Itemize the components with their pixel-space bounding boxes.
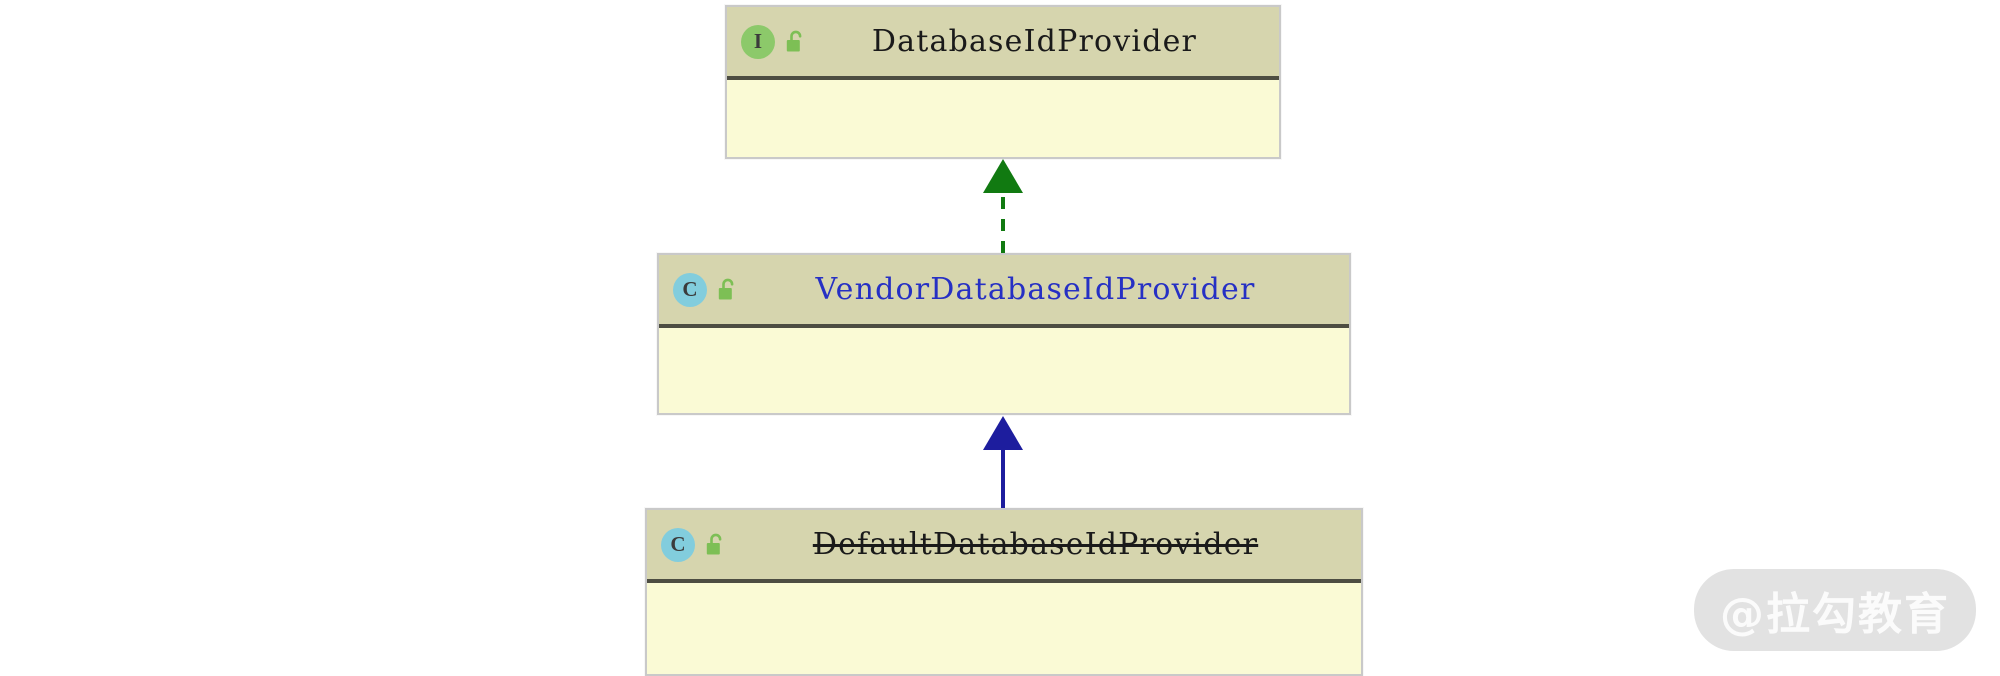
uml-node-title: VendorDatabaseIdProvider bbox=[815, 271, 1256, 307]
unlocked-padlock-icon bbox=[786, 30, 802, 51]
unlocked-padlock-icon bbox=[706, 533, 722, 554]
uml-node-title-wrap: VendorDatabaseIdProvider bbox=[740, 271, 1349, 307]
class-badge-icon: C bbox=[661, 527, 695, 562]
uml-node-members-compartment bbox=[647, 583, 1361, 674]
class-badge-icon: C bbox=[673, 272, 707, 307]
watermark-badge: @拉勾教育 bbox=[1694, 569, 1976, 651]
uml-node-title: DefaultDatabaseIdProvider bbox=[812, 526, 1259, 562]
uml-node-members-compartment bbox=[727, 80, 1279, 157]
uml-node-header: I DatabaseIdProvider bbox=[727, 7, 1279, 80]
watermark-text: @拉勾教育 bbox=[1720, 589, 1950, 640]
interface-badge-letter: I bbox=[753, 29, 763, 53]
realization-arrowhead-icon bbox=[983, 159, 1023, 193]
class-badge-letter: C bbox=[682, 277, 698, 301]
uml-node-title-wrap: DatabaseIdProvider bbox=[808, 23, 1279, 59]
class-badge-letter: C bbox=[670, 532, 686, 556]
uml-class-node-database-id-provider[interactable]: I DatabaseIdProvider bbox=[725, 5, 1281, 159]
uml-node-members-compartment bbox=[659, 328, 1349, 413]
unlocked-padlock-icon bbox=[718, 278, 734, 299]
realization-edge-implements[interactable] bbox=[977, 159, 1029, 253]
uml-node-header: C DefaultDatabaseIdProvider bbox=[647, 510, 1361, 583]
uml-node-header: C VendorDatabaseIdProvider bbox=[659, 255, 1349, 328]
uml-class-node-default-database-id-provider[interactable]: C DefaultDatabaseIdProvider bbox=[645, 508, 1363, 676]
uml-node-title: DatabaseIdProvider bbox=[871, 23, 1198, 59]
uml-class-node-vendor-database-id-provider[interactable]: C VendorDatabaseIdProvider bbox=[657, 253, 1351, 415]
generalization-edge-extends[interactable] bbox=[977, 416, 1029, 508]
uml-node-title-wrap: DefaultDatabaseIdProvider bbox=[728, 526, 1361, 562]
generalization-arrowhead-icon bbox=[983, 416, 1023, 450]
interface-badge-icon: I bbox=[741, 24, 775, 59]
